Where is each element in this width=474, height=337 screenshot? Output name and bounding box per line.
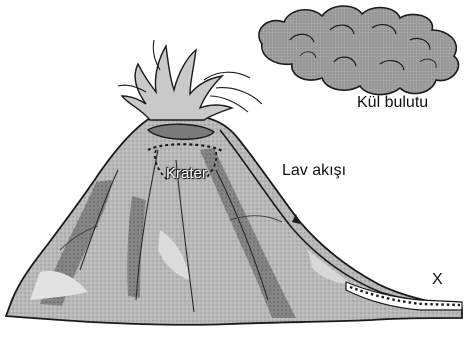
lava-flow-label: Lav akışı	[282, 162, 346, 180]
eruption-plume	[118, 40, 262, 120]
ash-cloud	[259, 6, 459, 95]
crater-label: Krater	[166, 165, 207, 182]
volcano-mountain	[6, 115, 462, 325]
ash-cloud-label: Kül bulutu	[357, 94, 428, 112]
point-x-label: X	[432, 271, 443, 289]
